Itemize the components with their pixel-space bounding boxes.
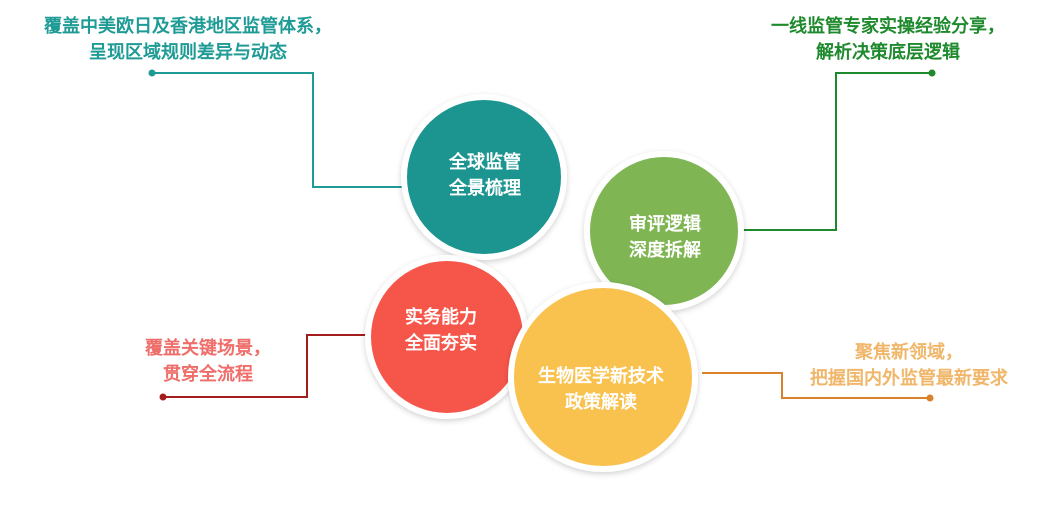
caption-line1: 聚焦新领域， (855, 342, 963, 363)
connector-dot-bottom-right (926, 394, 934, 402)
caption-bottom-right: 聚焦新领域， 把握国内外监管最新要求 (778, 340, 1040, 392)
caption-line1: 一线监管专家实操经验分享， (771, 16, 1005, 37)
caption-line2: 呈现区域规则差异与动态 (89, 42, 287, 63)
caption-bottom-left: 覆盖关键场景， 贯穿全流程 (108, 336, 308, 388)
petal-label-review-logic: 审评逻辑 深度拆解 (629, 212, 701, 264)
petal-label-line1: 生物医学新技术 (538, 366, 664, 387)
petal-label-line2: 全景梳理 (449, 178, 521, 199)
petal-label-practical-capability: 实务能力 全面夯实 (405, 305, 477, 357)
caption-line2: 贯穿全流程 (163, 364, 253, 385)
petal-label-line2: 深度拆解 (629, 240, 701, 261)
petal-label-line2: 全面夯实 (405, 333, 477, 354)
petal-global-regulation (401, 94, 567, 260)
connector-dot-bottom-left (159, 393, 167, 401)
connector-bottom-right (702, 372, 930, 399)
petal-label-line1: 审评逻辑 (629, 214, 701, 235)
connector-top-right (730, 72, 932, 231)
connector-dot-top-left (148, 69, 156, 77)
petal-label-global-regulation: 全球监管 全景梳理 (449, 150, 521, 202)
petal-label-biomedical-policy: 生物医学新技术 政策解读 (538, 364, 664, 416)
petal-label-line1: 实务能力 (405, 307, 477, 328)
petal-label-line1: 全球监管 (449, 152, 521, 173)
caption-line1: 覆盖关键场景， (145, 338, 271, 359)
caption-top-right: 一线监管专家实操经验分享， 解析决策底层逻辑 (738, 14, 1038, 66)
connector-top-left (152, 72, 407, 188)
caption-top-left: 覆盖中美欧日及香港地区监管体系， 呈现区域规则差异与动态 (8, 14, 368, 66)
caption-line2: 解析决策底层逻辑 (816, 42, 960, 63)
connector-dot-top-right (928, 69, 936, 77)
petal-biomedical-policy (508, 282, 698, 472)
petal-label-line2: 政策解读 (565, 392, 637, 413)
connector-bottom-left (163, 334, 370, 398)
caption-line1: 覆盖中美欧日及香港地区监管体系， (44, 16, 332, 37)
caption-line2: 把握国内外监管最新要求 (810, 368, 1008, 389)
